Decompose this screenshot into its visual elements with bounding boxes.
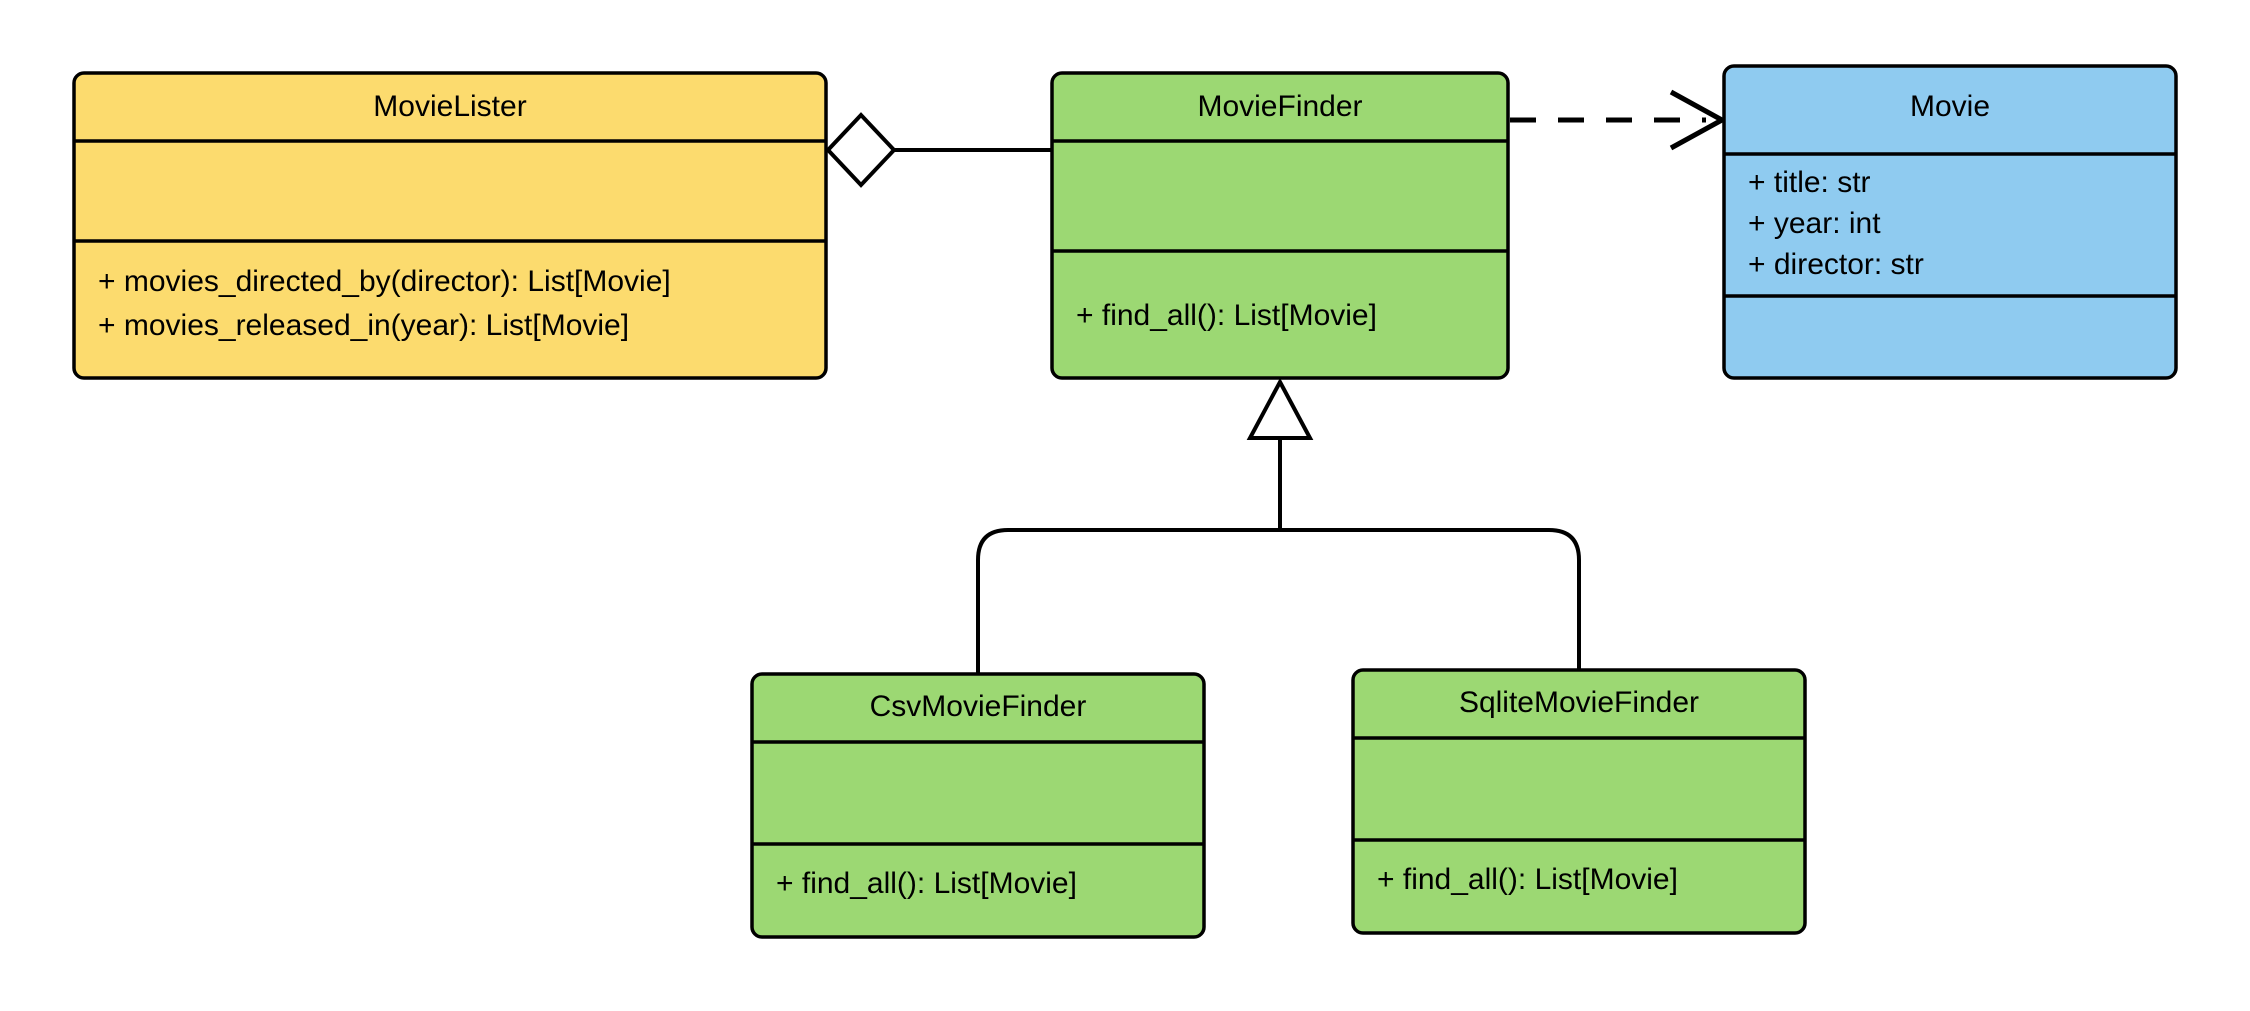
- class-method-label: + find_all(): List[Movie]: [1377, 863, 1678, 896]
- class-box-movie[interactable]: Movie + title: str + year: int + directo…: [1722, 64, 2178, 380]
- class-name-label: MovieLister: [373, 90, 526, 123]
- hollow-diamond-icon: [825, 112, 897, 188]
- class-body: [750, 672, 1206, 939]
- class-name-label: CsvMovieFinder: [870, 690, 1087, 723]
- relationship-generalization-tree[interactable]: [976, 377, 1581, 674]
- class-attribute-label: + title: str: [1748, 166, 1871, 199]
- relationship-aggregation-lister-finder[interactable]: [825, 112, 1052, 188]
- open-arrow-icon: [1669, 89, 1728, 151]
- class-box-sqlite-movie-finder[interactable]: SqliteMovieFinder + find_all(): List[Mov…: [1351, 668, 1807, 935]
- class-name-label: SqliteMovieFinder: [1459, 686, 1699, 719]
- class-attribute-label: + year: int: [1748, 207, 1881, 240]
- class-body: [72, 71, 828, 380]
- class-box-movie-lister[interactable]: MovieLister + movies_directed_by(directo…: [72, 71, 828, 380]
- class-body: [1722, 64, 2178, 380]
- class-method-label: + find_all(): List[Movie]: [1076, 299, 1377, 332]
- relationship-dependency-finder-movie[interactable]: [1510, 89, 1728, 151]
- hollow-triangle-icon: [1246, 377, 1314, 440]
- class-body: [1351, 668, 1807, 935]
- class-box-csv-movie-finder[interactable]: CsvMovieFinder + find_all(): List[Movie]: [750, 672, 1206, 939]
- class-method-label: + movies_directed_by(director): List[Mov…: [98, 265, 671, 298]
- class-name-label: MovieFinder: [1197, 90, 1362, 123]
- class-method-label: + find_all(): List[Movie]: [776, 867, 1077, 900]
- class-box-movie-finder[interactable]: MovieFinder + find_all(): List[Movie]: [1050, 71, 1510, 380]
- class-attribute-label: + director: str: [1748, 248, 1924, 281]
- class-name-label: Movie: [1910, 90, 1990, 123]
- class-body: [1050, 71, 1510, 380]
- class-method-label: + movies_released_in(year): List[Movie]: [98, 309, 629, 342]
- generalization-branch-csv: [976, 528, 1280, 674]
- generalization-branch-sqlite: [1280, 528, 1581, 670]
